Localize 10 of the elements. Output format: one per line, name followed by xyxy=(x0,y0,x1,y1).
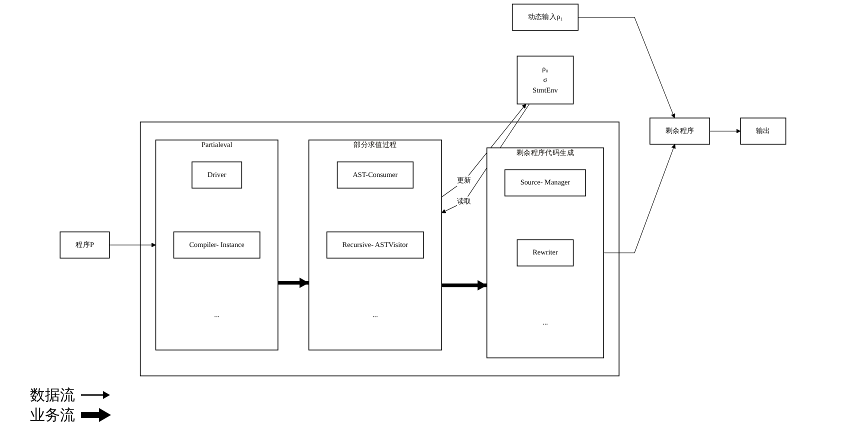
arrow xyxy=(577,16,675,118)
cluster xyxy=(139,122,619,376)
thick-arrow xyxy=(277,278,308,288)
arrow xyxy=(440,104,526,198)
arrow xyxy=(602,144,676,254)
legend-text: 数据流 xyxy=(30,386,75,404)
arrow xyxy=(108,242,156,248)
arrow xyxy=(708,128,740,134)
thick-arrow xyxy=(441,280,486,290)
legend-text: 业务流 xyxy=(30,406,75,424)
